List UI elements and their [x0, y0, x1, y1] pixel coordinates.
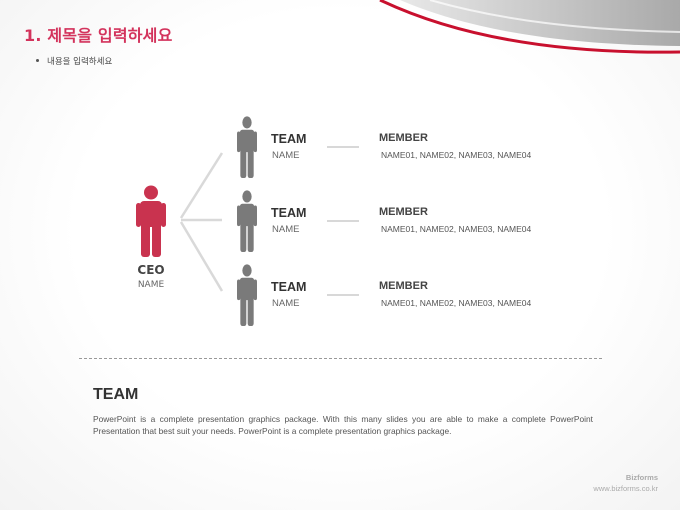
- decorative-swoosh: [379, 0, 680, 54]
- ceo-name: NAME: [137, 280, 165, 290]
- brand-logo-text: Bizforms: [625, 473, 658, 482]
- team-label: TEAM: [271, 280, 307, 294]
- team-label: TEAM: [271, 206, 307, 220]
- connector-ceo-team3: [179, 221, 224, 292]
- team-name: NAME: [272, 150, 300, 161]
- section-divider: [79, 358, 602, 359]
- member-names: NAME01, NAME02, NAME03, NAME04: [381, 224, 532, 234]
- member-names: NAME01, NAME02, NAME03, NAME04: [381, 150, 532, 160]
- bullet-label: 내용을 입력하세요: [47, 57, 113, 67]
- ceo-label: CEO: [137, 263, 165, 277]
- person-icon: [136, 185, 166, 257]
- page-title: 1. 제목을 입력하세요: [24, 26, 173, 45]
- bullet-text: 내용을 입력하세요: [36, 55, 112, 67]
- brand-url: www.bizforms.co.kr: [593, 484, 658, 493]
- member-label: MEMBER: [379, 280, 428, 292]
- member-label: MEMBER: [379, 132, 428, 144]
- team-name: NAME: [272, 224, 300, 235]
- team-name: NAME: [272, 298, 300, 309]
- person-icon: [237, 190, 257, 252]
- section-title: TEAM: [93, 386, 139, 403]
- member-label: MEMBER: [379, 206, 428, 218]
- member-names: NAME01, NAME02, NAME03, NAME04: [381, 298, 532, 308]
- team-member-connector: [327, 220, 359, 222]
- team-label: TEAM: [271, 132, 307, 146]
- connector-ceo-team1: [179, 152, 224, 219]
- person-icon: [237, 116, 257, 178]
- team-member-connector: [327, 294, 359, 296]
- person-icon: [237, 264, 257, 326]
- team-member-connector: [327, 146, 359, 148]
- bullet-dot: [36, 59, 39, 62]
- section-description: PowerPoint is a complete presentation gr…: [93, 414, 593, 436]
